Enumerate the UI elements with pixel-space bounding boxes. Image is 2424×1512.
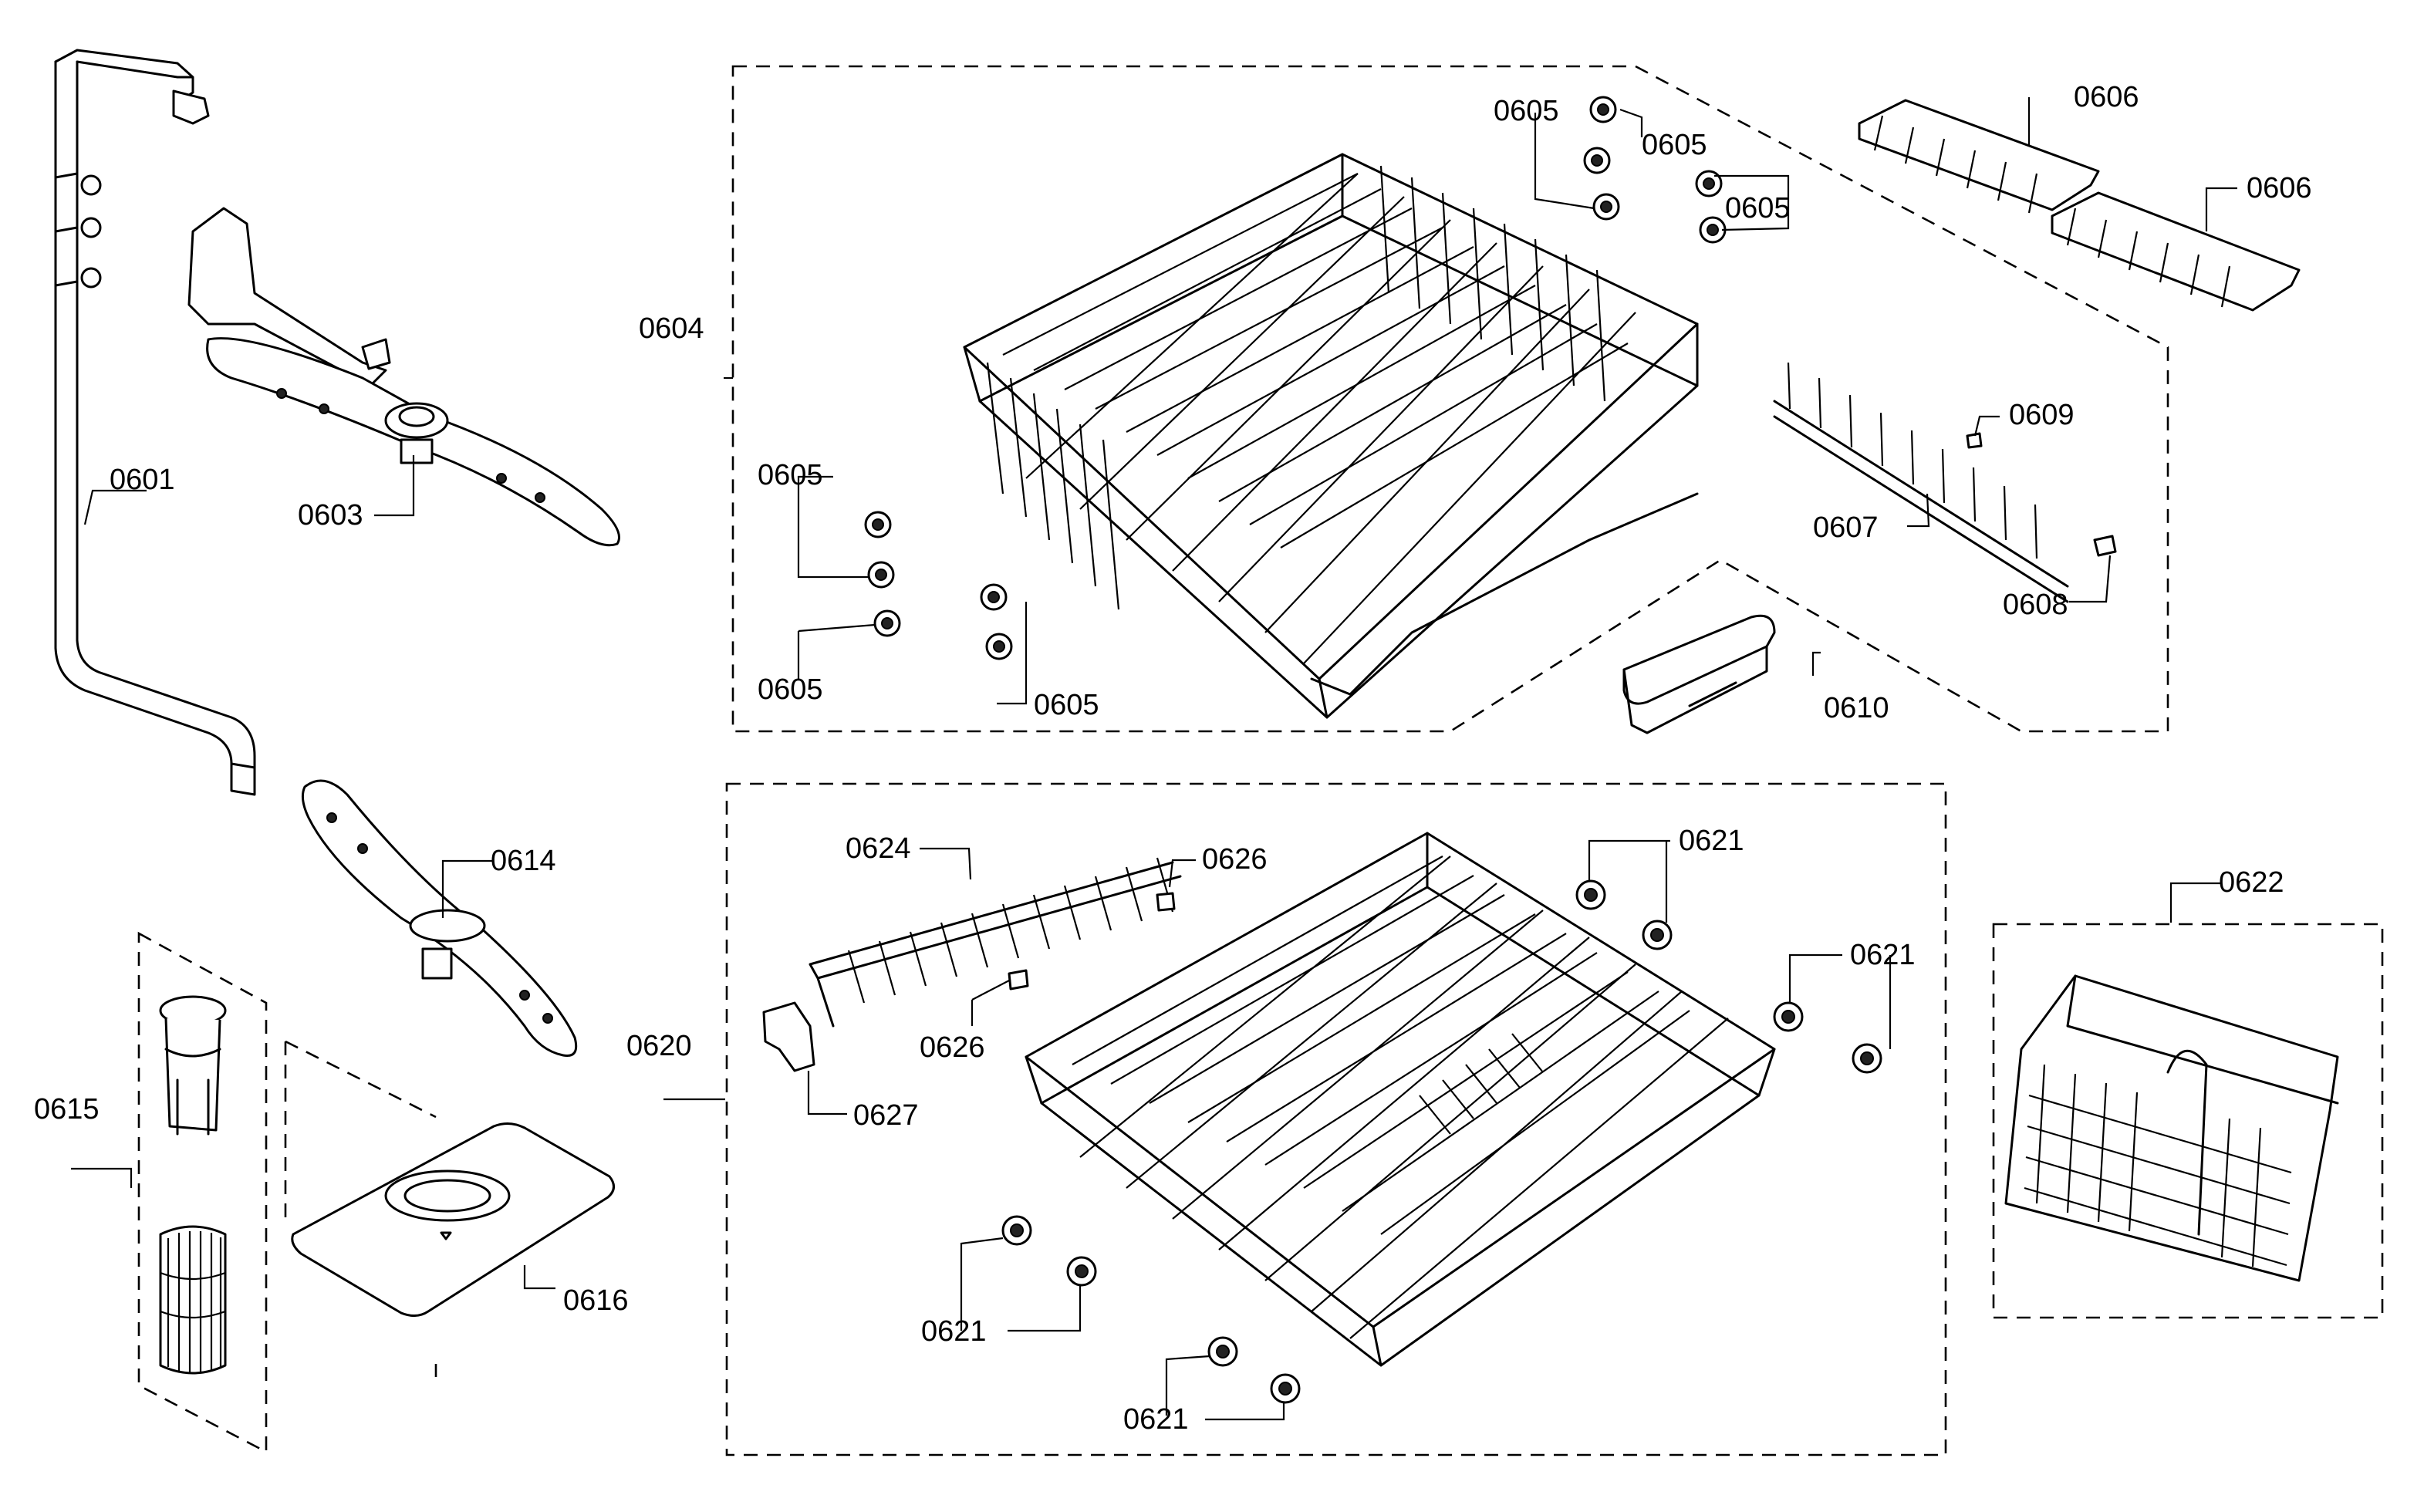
roller-0605-j [985,633,1013,660]
spray-supply-tube-0601 [54,49,256,796]
roller-0605-i [980,583,1008,611]
callout-0604: 0604 [639,312,704,345]
wheel-0621-a [1575,879,1606,910]
cutlery-basket-0622 [2004,974,2339,1282]
callout-0627: 0627 [853,1099,919,1132]
roller-0605-h [873,609,901,637]
callout-0621-c: 0621 [921,1315,987,1348]
callout-0606-b: 0606 [2247,172,2312,204]
rack-handle-0610 [1622,614,1776,734]
callout-0610: 0610 [1824,692,1889,724]
tine-row-0606-b [2051,191,2301,312]
lower-spray-arm-0614 [301,779,578,1058]
callout-0605-left-b: 0605 [758,673,823,706]
wheel-0621-b [1642,920,1673,950]
callout-0606-a: 0606 [2074,81,2139,113]
sump-cover-group-outline [284,1040,437,1377]
wheel-0621-c [1773,1001,1804,1032]
tine-row-0606-a [1858,99,2100,214]
wheel-0621-f [1066,1256,1097,1287]
callout-0621-b: 0621 [1850,939,1916,971]
filter-group-outline [137,931,268,1454]
filter-assembly-0615 [159,995,227,1375]
callout-0616: 0616 [563,1284,629,1317]
lower-rack-0620 [1025,832,1776,1367]
upper-spray-arm-0603 [187,207,620,547]
leader-lines [71,97,2237,1421]
wheel-0621-h [1270,1373,1301,1404]
callout-0620: 0620 [626,1030,692,1062]
upper-rack-roller-group [864,96,1727,660]
roller-0605-e [1699,216,1727,244]
callout-0624: 0624 [846,832,911,865]
hinge-0627 [762,1001,815,1072]
roller-0605-c [1592,193,1620,221]
upper-rack-group-outline [731,65,2169,733]
clip-0626-b [1008,969,1029,991]
callout-0607: 0607 [1813,511,1879,544]
callout-0605-left-a: 0605 [758,459,823,491]
lower-rack-group-outline [725,782,1947,1456]
callout-0622: 0622 [2219,866,2284,899]
upper-rack-0604 [963,153,1699,719]
callout-0605-top-b: 0605 [1642,129,1707,161]
roller-0605-f [864,511,892,538]
lower-tine-row-0624 [809,857,1182,1028]
lower-rack-wheel-group [1001,879,1882,1404]
wheel-0621-g [1207,1336,1238,1367]
clip-0626-a [1156,892,1176,912]
callout-0603: 0603 [298,499,363,532]
callout-0601: 0601 [110,464,175,496]
callout-0615: 0615 [34,1093,100,1126]
callout-0605-top-c: 0605 [1725,192,1791,224]
clip-0608 [2093,535,2117,557]
roller-0605-b [1583,147,1611,174]
sump-cover-0616 [291,1122,615,1317]
cup-shelf-0607 [1773,362,2069,603]
callout-0626-a: 0626 [1202,843,1268,876]
roller-0605-a [1589,96,1617,123]
wheel-0621-d [1852,1043,1882,1074]
roller-0605-d [1695,170,1723,197]
cutlery-basket-group-outline [1992,923,2384,1319]
callout-0608: 0608 [2003,589,2068,621]
roller-0605-g [867,561,895,589]
callout-0605-left-c: 0605 [1034,689,1099,721]
callout-0609: 0609 [2009,399,2075,431]
callout-0614: 0614 [491,845,556,877]
callout-0621-a: 0621 [1679,825,1744,857]
callout-labels: 0601 0603 0604 0605 0605 0605 0605 0605 … [34,81,2312,1436]
callout-0605-top-a: 0605 [1494,95,1559,127]
wheel-0621-e [1001,1215,1032,1246]
callout-0621-d: 0621 [1123,1403,1189,1436]
callout-0626-b: 0626 [920,1031,985,1064]
